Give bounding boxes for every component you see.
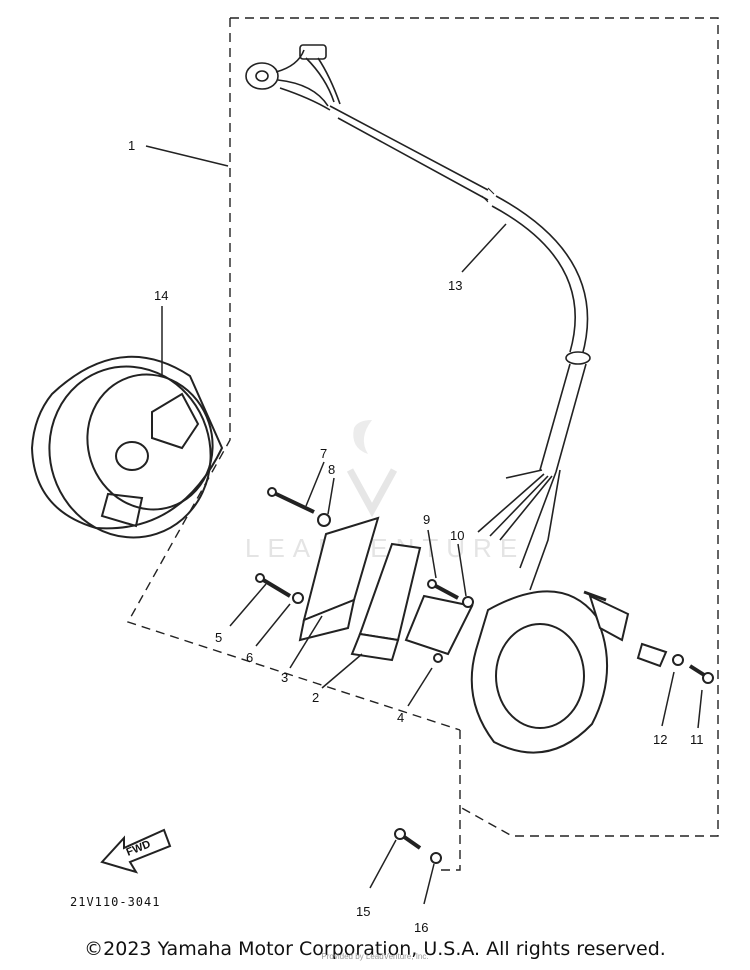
- assembly-boundary: [126, 17, 719, 871]
- copyright-notice: ©2023 Yamaha Motor Corporation, U.S.A. A…: [84, 938, 666, 960]
- stator-base: [470, 590, 630, 754]
- callout-5: 5: [215, 630, 222, 645]
- callout-8: 8: [328, 462, 335, 477]
- leader-lines: [145, 145, 703, 905]
- fwd-arrow: FWD: [100, 828, 172, 874]
- callout-13: 13: [448, 278, 462, 293]
- callout-15: 15: [356, 904, 370, 919]
- watermark-text: LEADVENTURE: [245, 533, 525, 563]
- callout-7: 7: [320, 446, 327, 461]
- callout-2: 2: [312, 690, 319, 705]
- callout-labels: 1 2 3 4 5 6 7 8 9 10 11 12 13 14 15 16: [128, 138, 704, 935]
- coil-bracket: [404, 594, 474, 663]
- callout-14: 14: [154, 288, 168, 303]
- small-fasteners: [255, 487, 714, 864]
- callout-1: 1: [128, 138, 135, 153]
- watermark: LEADVENTURE: [245, 420, 525, 563]
- callout-16: 16: [414, 920, 428, 935]
- callout-10: 10: [450, 528, 464, 543]
- callout-6: 6: [246, 650, 253, 665]
- callout-9: 9: [423, 512, 430, 527]
- callout-3: 3: [281, 670, 288, 685]
- provided-by-notice: Provided by LeadVenture, Inc.: [321, 952, 429, 961]
- callout-11: 11: [690, 732, 704, 747]
- wire-harness: [245, 44, 591, 591]
- diagram-part-code: 21V110-3041: [70, 895, 160, 909]
- callout-12: 12: [653, 732, 667, 747]
- pulser-coil: [350, 542, 422, 662]
- callout-4: 4: [397, 710, 404, 725]
- flywheel-rotor: [30, 355, 224, 539]
